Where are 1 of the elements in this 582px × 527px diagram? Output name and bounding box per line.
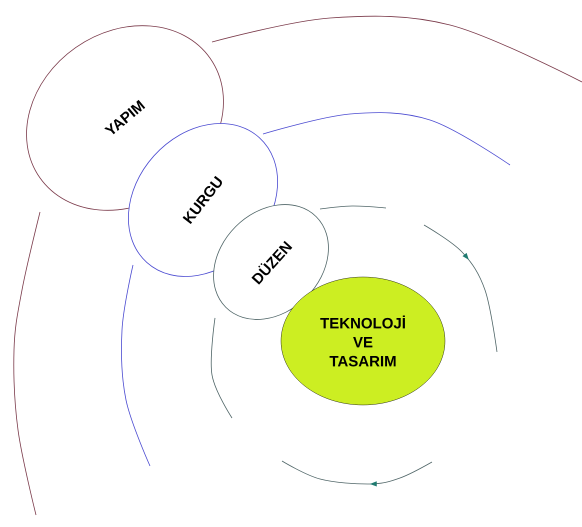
- ellipse-node: TEKNOLOJİ VE TASARIM: [280, 276, 446, 406]
